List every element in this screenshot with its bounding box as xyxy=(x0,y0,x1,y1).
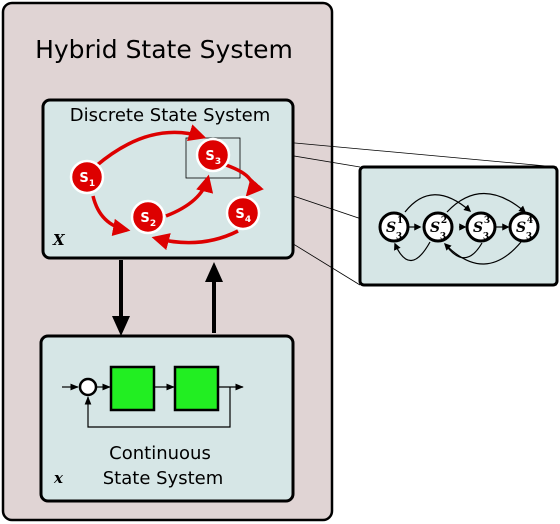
state-s4: S 4 xyxy=(225,195,261,231)
state-s4-sub: 4 xyxy=(245,215,251,225)
continuous-var-label: x xyxy=(53,469,64,487)
discrete-states: S 1 S 2 S 3 S 4 xyxy=(69,137,261,235)
zoom-transitions xyxy=(394,192,527,265)
zoom-state-3: S 3 3 xyxy=(465,211,497,243)
zoom-state-2-sup: 2 xyxy=(441,216,447,226)
zoom-state-4-sub: 3 xyxy=(526,232,532,242)
state-s2-sub: 2 xyxy=(150,219,156,229)
discrete-transitions xyxy=(91,124,264,251)
continuous-system-box xyxy=(39,334,295,503)
state-s3: S 3 xyxy=(195,137,231,173)
feedback-path xyxy=(84,387,231,428)
continuous-title-line2: State System xyxy=(103,468,224,489)
transition-s1-s3 xyxy=(94,124,207,168)
hybrid-system-title: Hybrid State System xyxy=(35,35,293,64)
transition-s3-s4 xyxy=(225,163,264,197)
zoom-state-3-sub: 3 xyxy=(483,232,489,242)
zoom-state-2-base: S xyxy=(430,220,440,236)
zoom-state-4-base: S xyxy=(516,220,526,236)
transition-s4-s2 xyxy=(151,229,239,251)
zoom-state-2-sub: 3 xyxy=(440,232,446,242)
transition-s2-s3 xyxy=(165,174,214,218)
zoom-state-4: S 4 3 xyxy=(508,211,540,243)
zoom-state-1-base: S xyxy=(386,220,396,236)
discrete-system-title: Discrete State System xyxy=(70,105,271,126)
state-s3-label: S xyxy=(205,149,214,164)
continuous-block-diagram xyxy=(62,365,244,428)
arrow-down-head xyxy=(112,316,130,336)
zoom-state-1: S 1 3 xyxy=(378,211,410,243)
transition-s1-s2 xyxy=(91,195,131,237)
zoom-state-3-base: S xyxy=(473,220,483,236)
summing-junction xyxy=(78,377,98,397)
zoom-states: S 1 3 S 2 3 S 3 3 S 4 3 xyxy=(378,211,540,243)
zoom-state-3-sup: 3 xyxy=(484,216,490,226)
state-s3-sub: 3 xyxy=(215,157,221,167)
green-block-1 xyxy=(109,365,156,412)
arrow-up-head xyxy=(205,262,223,282)
state-s4-label: S xyxy=(235,207,244,222)
state-s1-sub: 1 xyxy=(89,179,95,189)
inter-system-arrows xyxy=(112,260,223,336)
green-block-2 xyxy=(173,365,220,412)
discrete-var-label: X xyxy=(52,231,66,249)
zoom-state-1-sub: 3 xyxy=(396,232,402,242)
zoom-state-2: S 2 3 xyxy=(422,211,454,243)
state-s1: S 1 xyxy=(69,159,105,195)
state-s2: S 2 xyxy=(130,199,166,235)
state-s2-label: S xyxy=(140,211,149,226)
continuous-title-line1: Continuous xyxy=(109,443,211,464)
zoom-state-4-sup: 4 xyxy=(527,216,533,226)
state-s1-label: S xyxy=(79,171,88,186)
zoom-state-1-sup: 1 xyxy=(397,216,403,226)
